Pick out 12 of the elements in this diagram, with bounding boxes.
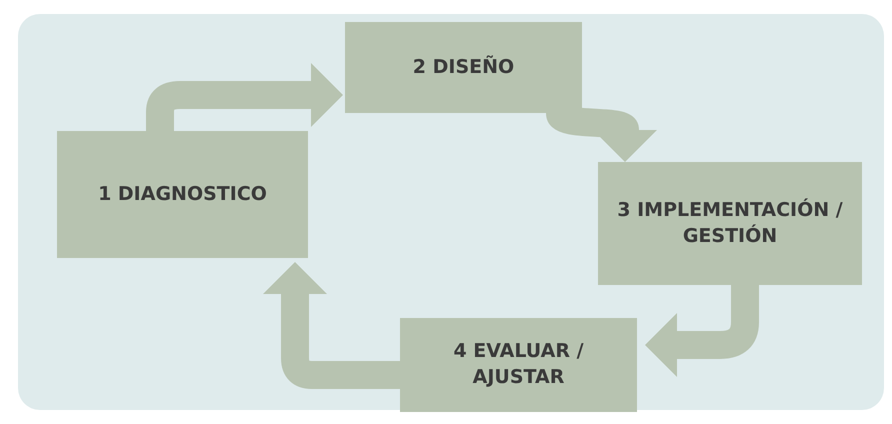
step-label: 3 IMPLEMENTACIÓN / GESTIÓN bbox=[616, 198, 844, 248]
step-label: 2 DISEÑO bbox=[412, 54, 514, 80]
curved-arrow bbox=[645, 285, 759, 377]
curved-arrow bbox=[263, 262, 400, 389]
step-box bbox=[345, 22, 582, 113]
step-label: 1 DIAGNOSTICO bbox=[98, 182, 267, 207]
step-box bbox=[400, 318, 637, 412]
step-box bbox=[57, 131, 308, 258]
step-label: 4 EVALUAR / AJUSTAR bbox=[452, 339, 585, 390]
curved-arrow bbox=[546, 105, 654, 159]
step-box bbox=[598, 162, 862, 285]
curved-arrow bbox=[146, 63, 343, 131]
